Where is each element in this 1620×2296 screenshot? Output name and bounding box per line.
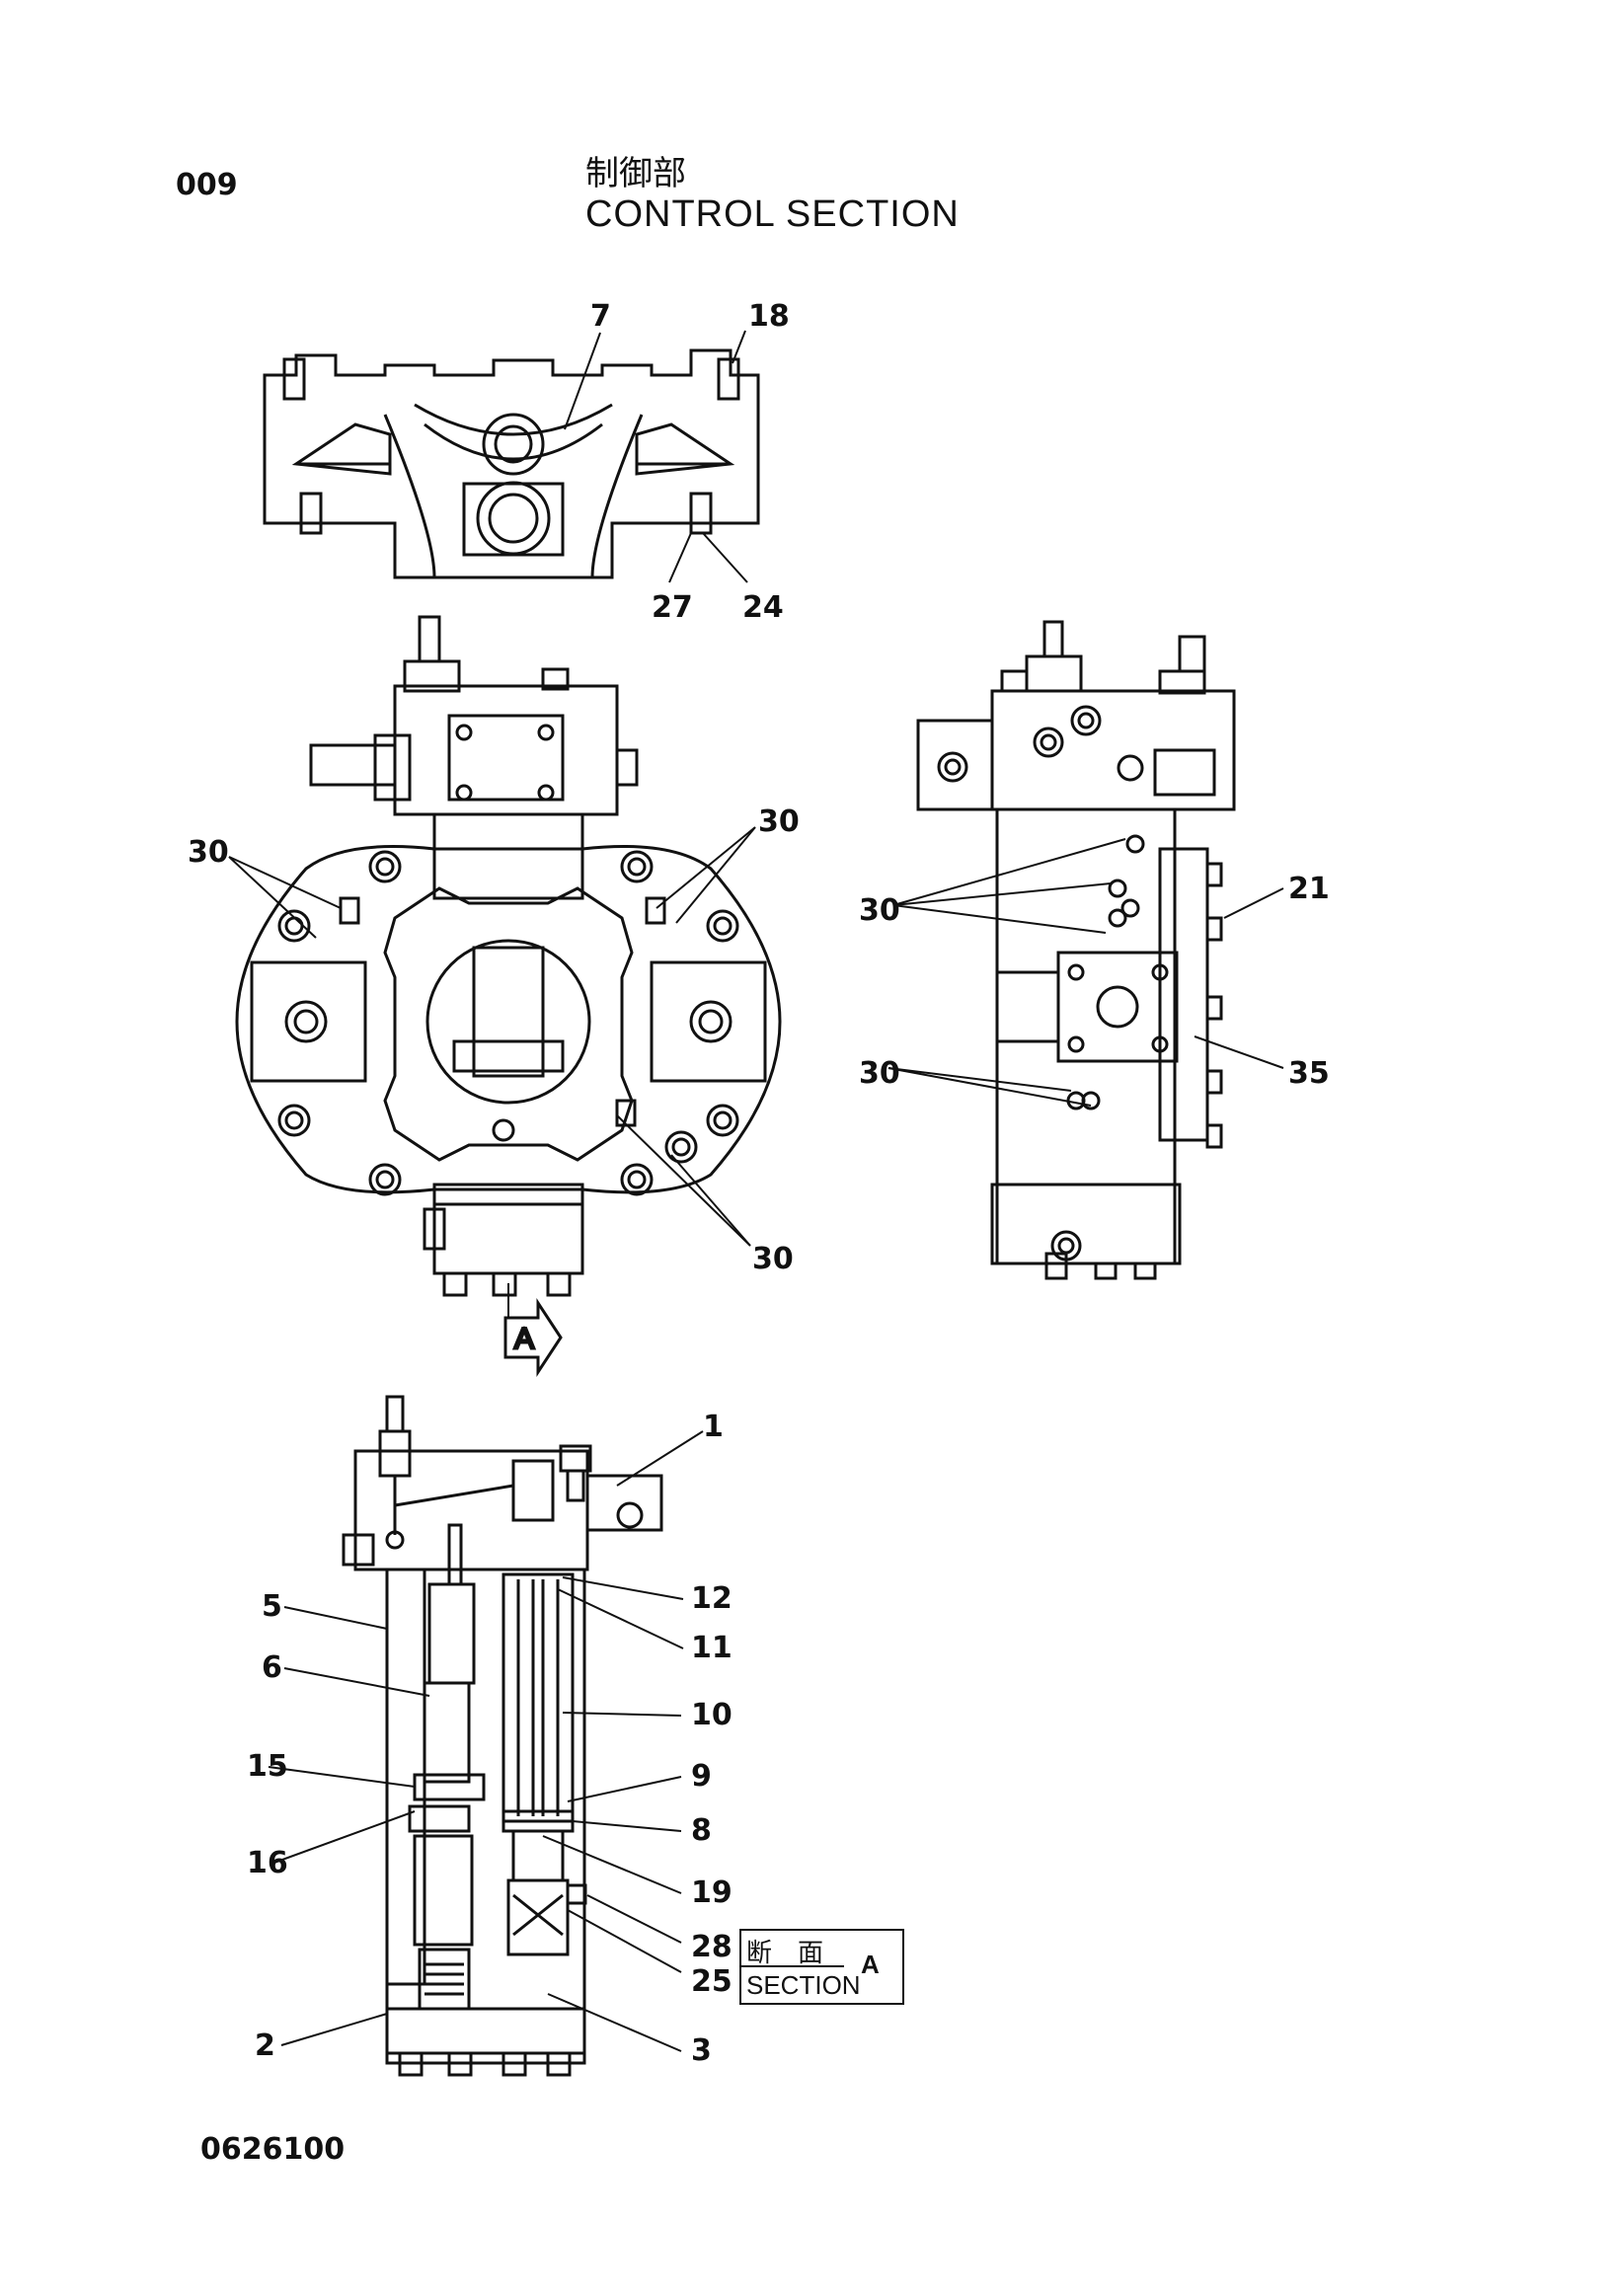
section-label-letter: A — [861, 1950, 880, 1979]
front-view — [235, 615, 782, 1297]
front-view-leaders — [228, 826, 756, 1247]
callout-25: 25 — [691, 1964, 733, 1999]
callout-1: 1 — [703, 1410, 724, 1444]
callout-21: 21 — [1288, 872, 1330, 906]
view-arrow-label: A — [514, 1323, 534, 1355]
callout-11: 11 — [691, 1631, 733, 1665]
callout-30-side-lower: 30 — [859, 1056, 900, 1091]
callout-35: 35 — [1288, 1056, 1330, 1091]
callout-5: 5 — [262, 1589, 282, 1624]
callout-3: 3 — [691, 2033, 712, 2068]
callout-15: 15 — [247, 1749, 288, 1784]
callout-30-front-right: 30 — [758, 804, 800, 839]
callout-30-front-bottom: 30 — [752, 1242, 794, 1276]
callout-12: 12 — [691, 1581, 733, 1616]
callout-7: 7 — [590, 299, 611, 334]
callout-18: 18 — [748, 299, 790, 334]
callout-16: 16 — [247, 1846, 288, 1880]
callout-28: 28 — [691, 1930, 733, 1964]
side-view — [916, 620, 1236, 1280]
callout-30-side-upper: 30 — [859, 893, 900, 928]
view-arrow-a — [503, 1283, 563, 1378]
callout-6: 6 — [262, 1650, 282, 1685]
callout-30-front-left: 30 — [188, 835, 229, 870]
page-number: 009 — [176, 168, 238, 202]
callout-24: 24 — [742, 590, 784, 625]
side-view-leaders — [887, 838, 1284, 1107]
callout-9: 9 — [691, 1759, 712, 1794]
section-label-jp: 断 面 — [746, 1938, 824, 1967]
callout-10: 10 — [691, 1698, 733, 1732]
section-view-leaders — [268, 1430, 704, 2052]
title-english: CONTROL SECTION — [585, 193, 960, 235]
callout-8: 8 — [691, 1813, 712, 1848]
top-view — [263, 348, 760, 579]
callout-27: 27 — [652, 590, 693, 625]
callout-2: 2 — [255, 2028, 275, 2063]
drawing-number: 0626100 — [200, 2132, 346, 2167]
callout-19: 19 — [691, 1875, 733, 1910]
section-label-en: SECTION — [746, 1970, 861, 2000]
top-view-leaders — [564, 330, 748, 583]
title-japanese: 制御部 — [585, 154, 686, 193]
section-view — [342, 1395, 663, 2077]
